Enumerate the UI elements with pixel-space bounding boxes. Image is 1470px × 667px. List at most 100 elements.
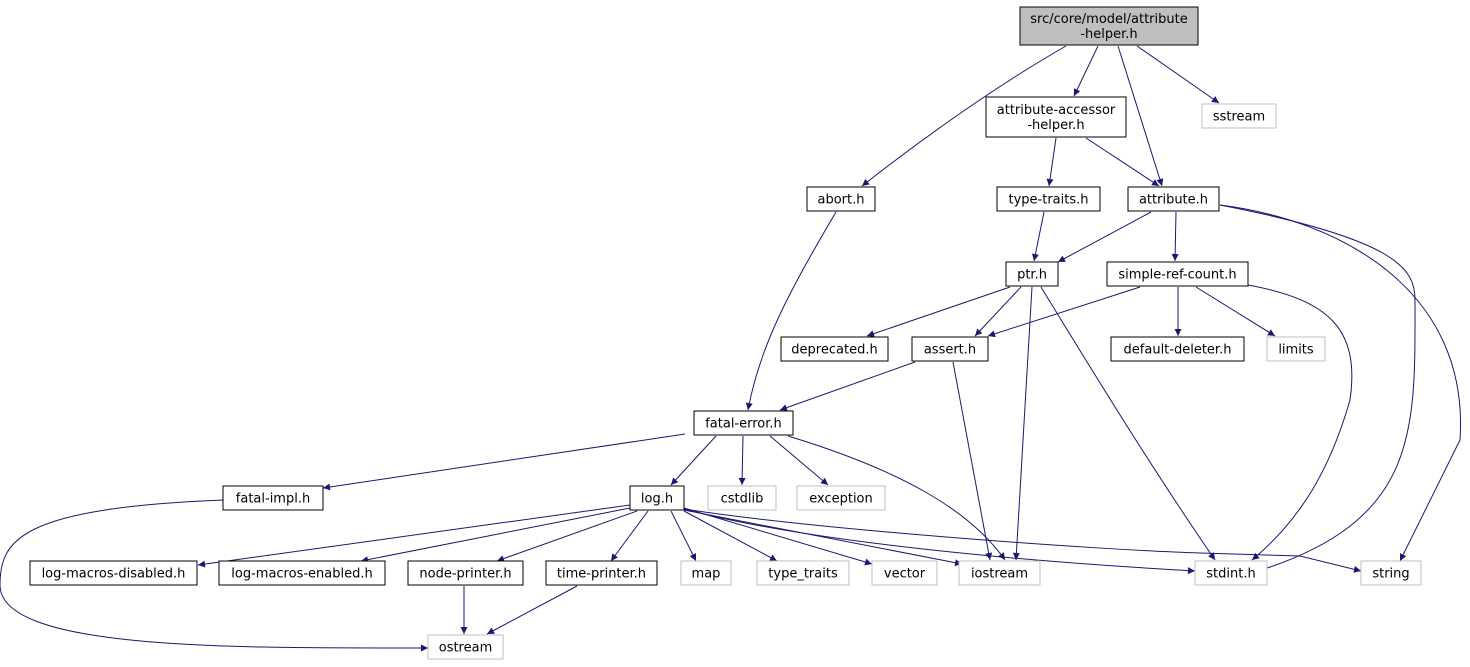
- edge-attribute-accessor-helper-to-attribute: [1085, 137, 1160, 187]
- edge-log-to-type-traits: [683, 510, 778, 562]
- node-label: src/core/model/attribute: [1030, 12, 1187, 27]
- node-label: fatal-error.h: [705, 417, 782, 432]
- edge-time-printer-to-ostream: [486, 585, 578, 635]
- node-sstream: sstream: [1201, 103, 1277, 129]
- edge-attribute-to-stdint: [1219, 204, 1416, 573]
- node-label: string: [1372, 567, 1409, 582]
- node-box: [1019, 6, 1199, 46]
- edge-root-to-attribute: [1117, 45, 1164, 187]
- edge-assert-to-fatal-error: [779, 361, 916, 411]
- node-fatal-impl[interactable]: fatal-impl.h: [222, 485, 324, 511]
- node-box: [545, 560, 658, 586]
- edge-abort-to-fatal-error: [745, 211, 837, 411]
- node-attribute[interactable]: attribute.h: [1127, 186, 1220, 212]
- node-box: [1201, 103, 1277, 129]
- node-box: [693, 410, 794, 436]
- node-log[interactable]: log.h: [629, 485, 685, 511]
- node-box: [756, 560, 850, 586]
- node-box: [1106, 261, 1249, 287]
- node-label: sstream: [1213, 110, 1265, 125]
- edge-log-to-node-printer: [496, 510, 638, 562]
- node-box: [871, 560, 938, 586]
- edge-simple-ref-count-to-limits: [1195, 286, 1276, 337]
- node-label: iostream: [971, 567, 1028, 582]
- node-label: type_traits: [768, 567, 838, 582]
- edges: [0, 45, 1461, 652]
- node-ostream: ostream: [427, 634, 504, 660]
- node-box: [1110, 336, 1245, 362]
- node-label: -helper.h: [1080, 27, 1137, 42]
- nodes: src/core/model/attribute-helper.h attribu…: [29, 6, 1422, 660]
- node-label: ptr.h: [1017, 268, 1047, 283]
- node-box: [29, 560, 198, 586]
- edge-log-to-string: [683, 508, 1362, 573]
- node-label: map: [692, 567, 721, 582]
- node-time-printer[interactable]: time-printer.h: [545, 560, 658, 586]
- edge-assert-to-iostream: [952, 361, 993, 561]
- edge-fatal-error-to-exception: [769, 435, 829, 486]
- node-label: abort.h: [818, 193, 865, 208]
- edge-ptr-to-assert: [974, 286, 1022, 337]
- node-type-traits: type_traits: [756, 560, 850, 586]
- edge-fatal-error-to-log: [670, 435, 717, 486]
- node-box: [707, 485, 777, 511]
- node-label: log-macros-enabled.h: [231, 567, 372, 582]
- node-root[interactable]: src/core/model/attribute-helper.h: [1019, 6, 1199, 46]
- node-log-macros-enabled[interactable]: log-macros-enabled.h: [218, 560, 386, 586]
- edge-log-to-map: [670, 510, 697, 562]
- node-box: [427, 634, 504, 660]
- node-box: [996, 186, 1101, 212]
- node-box: [1266, 336, 1326, 362]
- node-box: [1127, 186, 1220, 212]
- edge-fatal-error-to-iostream: [787, 435, 1006, 561]
- edge-fatal-impl-to-ostream: [0, 499, 429, 652]
- node-label: simple-ref-count.h: [1118, 268, 1236, 283]
- node-assert[interactable]: assert.h: [911, 336, 989, 362]
- edge-simple-ref-count-to-stdint: [1247, 284, 1353, 561]
- node-label: cstdlib: [721, 492, 764, 507]
- node-label: stdint.h: [1206, 567, 1255, 582]
- node-type-traits-h[interactable]: type-traits.h: [996, 186, 1101, 212]
- node-node-printer[interactable]: node-printer.h: [407, 560, 524, 586]
- node-attribute-accessor-helper[interactable]: attribute-accessor-helper.h: [985, 96, 1127, 138]
- edge-attribute-accessor-helper-to-type-traits-h: [1046, 137, 1057, 187]
- edge-attribute-to-simple-ref-count: [1171, 211, 1179, 262]
- node-map: map: [680, 560, 732, 586]
- node-label: default-deleter.h: [1124, 343, 1232, 358]
- node-default-deleter[interactable]: default-deleter.h: [1110, 336, 1245, 362]
- node-label: exception: [809, 492, 873, 507]
- node-ptr[interactable]: ptr.h: [1005, 261, 1059, 287]
- node-label: time-printer.h: [557, 567, 646, 582]
- node-box: [629, 485, 685, 511]
- node-box: [1005, 261, 1059, 287]
- node-box: [958, 560, 1041, 586]
- edge-ptr-to-stdint: [1040, 286, 1216, 561]
- node-abort[interactable]: abort.h: [806, 186, 876, 212]
- node-label: log.h: [641, 492, 673, 507]
- edge-ptr-to-deprecated: [866, 286, 1011, 338]
- edge-fatal-error-to-cstdlib: [738, 435, 746, 486]
- edge-simple-ref-count-to-assert: [987, 286, 1141, 338]
- node-label: assert.h: [924, 343, 976, 358]
- node-simple-ref-count[interactable]: simple-ref-count.h: [1106, 261, 1249, 287]
- node-box: [985, 96, 1127, 138]
- edge-root-to-sstream: [1136, 45, 1220, 104]
- node-deprecated[interactable]: deprecated.h: [780, 336, 889, 362]
- node-limits: limits: [1266, 336, 1326, 362]
- edge-log-to-vector: [683, 507, 873, 566]
- node-exception: exception: [796, 485, 886, 511]
- node-fatal-error[interactable]: fatal-error.h: [693, 410, 794, 436]
- edge-log-to-stdint: [683, 508, 1196, 575]
- edge-type-traits-h-to-ptr: [1031, 211, 1045, 262]
- edge-root-to-abort: [861, 45, 1067, 187]
- edge-log-to-log-macros-enabled: [360, 507, 631, 564]
- node-box: [796, 485, 886, 511]
- node-log-macros-disabled[interactable]: log-macros-disabled.h: [29, 560, 198, 586]
- node-label: fatal-impl.h: [236, 492, 310, 507]
- node-box: [1360, 560, 1422, 586]
- node-box: [806, 186, 876, 212]
- node-vector: vector: [871, 560, 938, 586]
- node-cstdlib: cstdlib: [707, 485, 777, 511]
- node-box: [780, 336, 889, 362]
